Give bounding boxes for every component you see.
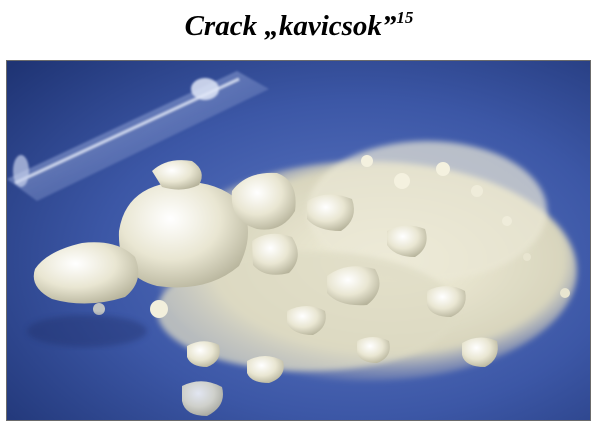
crack-pebbles bbox=[33, 155, 570, 416]
figure-caption: Crack „kavicsok”15 bbox=[0, 8, 598, 43]
footnote-reference: 15 bbox=[396, 8, 414, 27]
caption-text: Crack „kavicsok” bbox=[184, 10, 397, 42]
glass-pipe-shape bbox=[7, 71, 269, 201]
photo-frame bbox=[6, 60, 591, 421]
crack-pebbles-photo bbox=[7, 61, 590, 420]
